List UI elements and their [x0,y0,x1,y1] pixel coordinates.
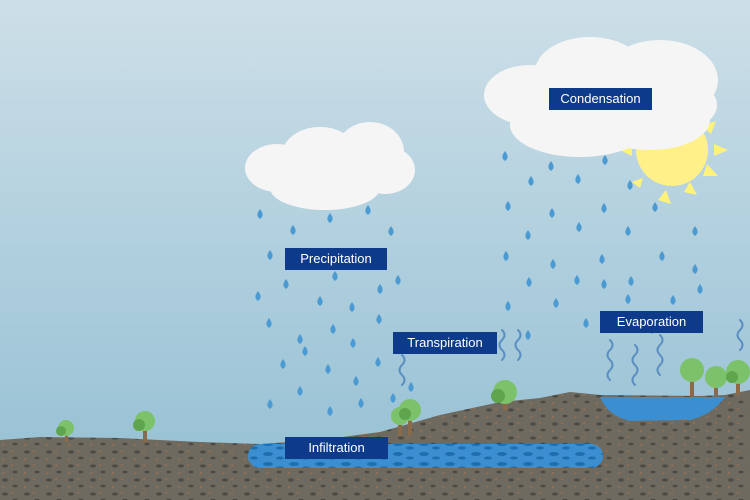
precipitation-label: Precipitation [285,248,387,270]
condensation-label: Condensation [549,88,652,110]
raindrop-icon [525,230,531,240]
raindrop-icon [375,357,381,367]
raindrop-icon [575,174,581,184]
raindrop-icon [628,276,634,286]
raindrop-icon [377,284,383,294]
raindrop-icon [625,294,631,304]
raindrop-icon [358,398,364,408]
raindrop-icon [505,301,511,311]
raindrop-icon [505,201,511,211]
raindrop-icon [692,226,698,236]
raindrop-icon [350,338,356,348]
raindrop-icon [267,250,273,260]
raindrop-icon [267,399,273,409]
raindrop-icon [327,406,333,416]
raindrop-icon [388,226,394,236]
vapor-wave-icon [398,319,744,386]
raindrop-icon [365,205,371,215]
raindrop-icon [550,259,556,269]
raindrop-icon [330,324,336,334]
raindrop-icon [525,330,531,340]
raindrop-icon [257,209,263,219]
raindrop-icon [526,277,532,287]
raindrop-icon [549,208,555,218]
raindrop-icon [327,213,333,223]
raindrop-icon [390,393,396,403]
raindrop-icon [502,151,508,161]
raindrop-icon [297,386,303,396]
infiltration-label: Infiltration [285,437,388,459]
raindrop-icon [332,271,338,281]
tree-icon [680,358,750,396]
raindrop-icon [503,251,509,261]
raindrop-icon [659,251,665,261]
raindrop-icon [553,298,559,308]
raindrop-icon [583,318,589,328]
raindrop-icon [602,155,608,165]
raindrop-icon [548,161,554,171]
raindrops [255,151,703,416]
cloud-icon [245,122,415,210]
raindrop-icon [349,302,355,312]
raindrop-icon [627,180,633,190]
tree-icon [133,411,155,442]
transpiration-label: Transpiration [393,332,497,354]
raindrop-icon [408,382,414,392]
raindrop-icon [283,279,289,289]
raindrop-icon [280,359,286,369]
tree-icon [391,399,421,436]
raindrop-icon [297,334,303,344]
raindrop-icon [599,254,605,264]
raindrop-icon [302,346,308,356]
raindrop-icon [376,314,382,324]
raindrop-icon [625,226,631,236]
raindrop-icon [601,279,607,289]
raindrop-icon [290,225,296,235]
tree-icon [491,380,517,410]
raindrop-icon [576,222,582,232]
raindrop-icon [528,176,534,186]
raindrop-icon [325,364,331,374]
raindrop-icon [317,296,323,306]
raindrop-icon [652,202,658,212]
raindrop-icon [601,203,607,213]
raindrop-icon [395,275,401,285]
raindrop-icon [255,291,261,301]
raindrop-icon [353,376,359,386]
evaporation-label: Evaporation [600,311,703,333]
raindrop-icon [574,275,580,285]
tree-icon [56,420,74,442]
pond [600,397,725,421]
raindrop-icon [266,318,272,328]
raindrop-icon [692,264,698,274]
raindrop-icon [670,295,676,305]
raindrop-icon [697,284,703,294]
